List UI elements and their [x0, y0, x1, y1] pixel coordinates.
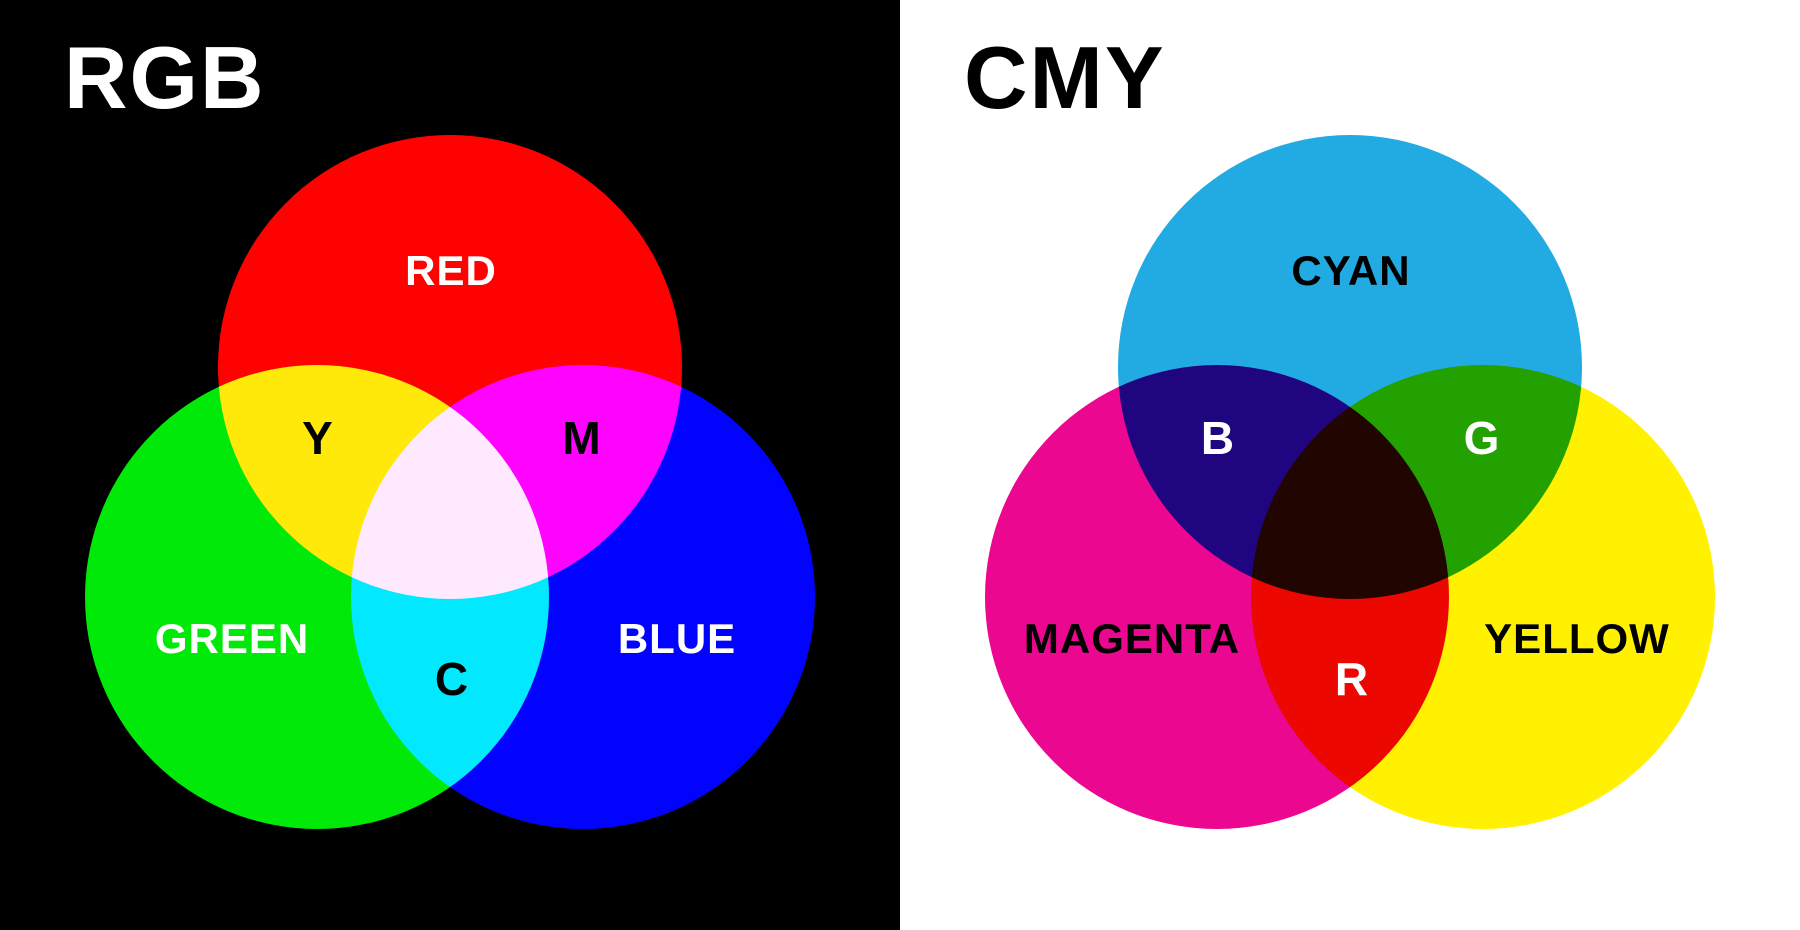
yellow-circle — [1251, 365, 1715, 829]
cmy-title: CMY — [964, 28, 1166, 127]
cmy-panel: CMY CYAN MAGENTA YELLOW B G R — [900, 0, 1800, 930]
cmy-venn-diagram — [900, 0, 1800, 930]
blue-circle — [351, 365, 815, 829]
rgb-panel: RGB RED GREEN BLUE Y M C — [0, 0, 900, 930]
rgb-title: RGB — [64, 28, 266, 127]
rgb-venn-diagram — [85, 135, 815, 829]
